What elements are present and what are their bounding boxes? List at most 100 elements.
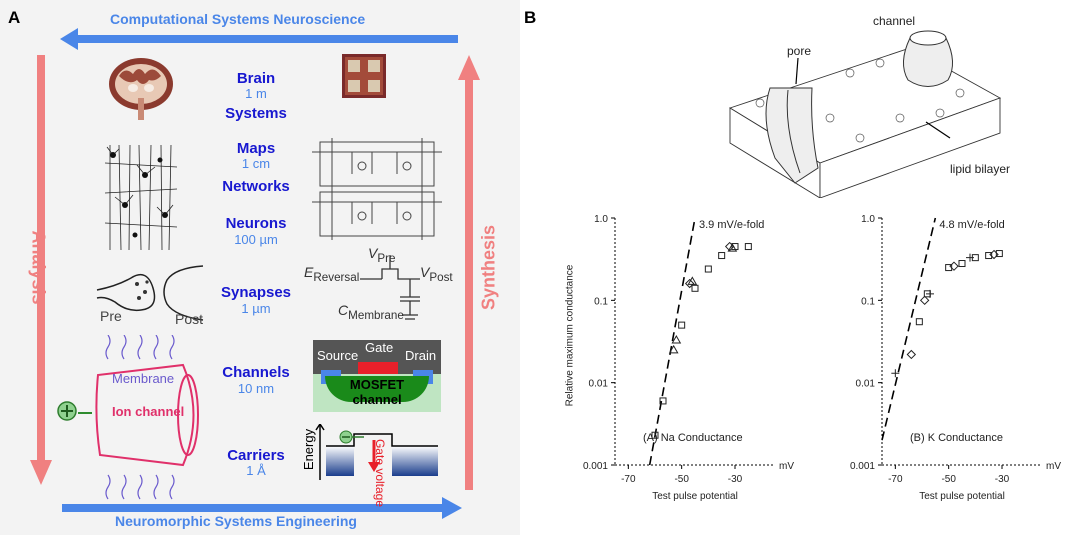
x-axis-label: Test pulse potential — [652, 491, 738, 502]
data-point — [949, 261, 959, 271]
circuit-vpost-sub: Post — [429, 270, 453, 284]
y-tick-label: 1.0 — [861, 214, 875, 225]
square-marker — [651, 431, 659, 439]
synthesis-arrow-icon — [458, 55, 480, 490]
level-channels-title: Channels — [222, 364, 290, 381]
square-marker — [678, 321, 686, 329]
synapse-post-label: Post — [175, 311, 204, 327]
fit-line — [648, 217, 696, 466]
level-networks-title: Networks — [222, 178, 290, 195]
circuit-vpre-label: VPre — [368, 245, 396, 265]
level-neurons-title: Neurons — [225, 215, 287, 232]
level-maps-title: Maps — [236, 140, 276, 157]
synapse-circuit-image — [360, 255, 420, 320]
ion-channel-label: Ion channel — [112, 404, 185, 419]
mosfet-channel-label: channel — [352, 392, 402, 407]
mosfet-source-label: Source — [317, 348, 359, 363]
slope-annotation: 4.8 mV/e-fold — [939, 219, 1004, 231]
data-point — [744, 243, 752, 251]
membrane-label: Membrane — [112, 371, 175, 386]
x-tick-label: -30 — [728, 474, 743, 485]
diamond-marker — [949, 261, 959, 271]
chart-title: (B) K Conductance — [910, 432, 1003, 444]
chart-title: (A) Na Conductance — [643, 432, 743, 444]
bottom-arrow-icon — [62, 497, 462, 519]
y-tick-label: 0.1 — [861, 296, 875, 307]
channel-bilayer-image — [728, 30, 1002, 198]
diamond-marker — [684, 278, 695, 289]
pore-label: pore — [787, 44, 812, 58]
data-point — [678, 321, 686, 329]
level-synapses-sub: 1 µm — [241, 301, 271, 316]
analysis-arrow-icon — [30, 55, 52, 485]
data-point — [906, 349, 917, 360]
circuit-cmembrane-label: CMembrane — [338, 302, 404, 322]
square-marker — [915, 318, 923, 326]
data-point — [671, 334, 682, 344]
panel-a: A Computational Systems Neuroscience Neu… — [0, 0, 520, 535]
diamond-marker — [906, 349, 917, 360]
level-neurons-sub: 100 µm — [234, 232, 278, 247]
data-point — [668, 344, 679, 354]
diamond-marker — [919, 295, 930, 306]
energy-label: Energy — [301, 428, 317, 471]
data-point — [659, 397, 667, 405]
slope-annotation: 3.9 mV/e-fold — [699, 219, 764, 231]
brain-slice-image — [109, 58, 173, 120]
mosfet-image: Source Gate Drain MOSFET channel — [313, 340, 441, 412]
k-conductance-chart: 0.001 0.01 0.1 1.0 -70 -50 -30 mV Test pulse pot… — [850, 214, 1061, 502]
channel-label: channel — [873, 14, 916, 28]
data-point — [687, 276, 698, 285]
y-tick-label: 0.001 — [583, 461, 608, 472]
triangle-marker — [671, 334, 682, 344]
energy-band-image — [315, 424, 438, 480]
data-point — [651, 431, 659, 439]
top-arrow-icon — [60, 28, 458, 50]
data-point — [995, 250, 1003, 258]
x-tick-label: -50 — [941, 474, 956, 485]
x-tick-label: -50 — [674, 474, 689, 485]
level-maps-sub: 1 cm — [241, 156, 271, 171]
square-marker — [691, 284, 699, 292]
plus-marker — [926, 289, 934, 298]
square-marker — [971, 254, 979, 262]
square-marker — [958, 260, 966, 268]
y-tick-label: 1.0 — [594, 214, 608, 225]
data-point — [891, 369, 900, 378]
data-point — [731, 243, 739, 251]
x-unit-label: mV — [1046, 461, 1061, 472]
panel-a-letter: A — [8, 8, 21, 27]
x-axis-label: Test pulse potential — [919, 491, 1005, 502]
lipid-bilayer-label: lipid bilayer — [950, 162, 1011, 176]
panel-b: B channel pore lipid bilayer Relative ma… — [520, 0, 1084, 535]
y-tick-label: 0.01 — [856, 379, 876, 390]
square-marker — [718, 252, 726, 260]
square-marker — [995, 250, 1003, 258]
level-brain-sub: 1 m — [245, 86, 267, 101]
triangle-marker — [668, 344, 679, 354]
synapse-pre-label: Pre — [100, 308, 122, 324]
panel-b-letter: B — [524, 8, 537, 27]
network-circuit-image — [312, 138, 442, 240]
level-brain-title: Brain — [236, 70, 276, 87]
data-point — [958, 260, 966, 268]
x-tick-label: -70 — [888, 474, 903, 485]
data-point — [971, 254, 979, 262]
triangle-marker — [727, 243, 738, 252]
x-tick-label: -30 — [995, 474, 1010, 485]
x-unit-label: mV — [779, 461, 794, 472]
level-channels-sub: 10 nm — [237, 381, 275, 396]
data-point — [915, 318, 923, 326]
y-tick-label: 0.001 — [850, 461, 875, 472]
circuit-ereversal-sub: Reversal — [313, 270, 360, 284]
top-arrow-label: Computational Systems Neuroscience — [110, 11, 366, 27]
circuit-cmembrane-sub: Membrane — [348, 308, 404, 322]
data-point — [926, 289, 934, 298]
level-carriers-sub: 1 Å — [246, 463, 266, 478]
mosfet-label: MOSFET — [349, 377, 405, 392]
synthesis-label: Synthesis — [478, 224, 499, 311]
triangle-marker — [687, 276, 698, 285]
mosfet-gate-label: Gate — [365, 340, 394, 355]
synapse-image — [96, 265, 204, 321]
